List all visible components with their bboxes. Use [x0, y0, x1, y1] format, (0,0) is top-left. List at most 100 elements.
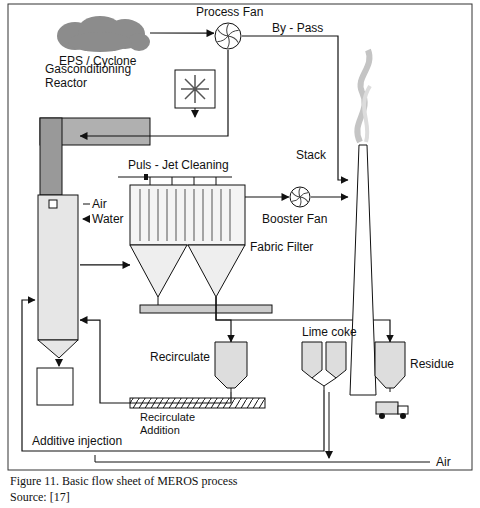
silo-outline: [215, 342, 247, 388]
annotation-label: Recirculate Addition: [140, 411, 212, 437]
filter-bag: [221, 189, 222, 241]
flow-line: [80, 320, 231, 403]
filter-bag: [158, 189, 159, 241]
filter-bag: [185, 189, 186, 241]
annotation-label: Water: [92, 212, 124, 226]
filter-hopper: [130, 245, 187, 297]
filter-bag: [203, 189, 204, 241]
fan-blade: [228, 30, 239, 36]
pulse-jet-header: [118, 177, 232, 185]
filter-bag: [140, 189, 141, 241]
stack-chimney: Stack: [348, 145, 378, 395]
injector-arrow: [195, 108, 196, 117]
shape-outline: [348, 145, 378, 395]
injector-star: [181, 75, 209, 103]
annotation-label: Source: [17]: [10, 490, 70, 504]
fan-casing: [215, 23, 241, 49]
fan-symbol: Booster Fan: [289, 186, 311, 208]
conveyor-bar: [140, 305, 272, 313]
filter-bag: [212, 189, 213, 241]
truck-cab: [398, 406, 408, 414]
shape-outline: [35, 118, 80, 360]
fan-blade: [223, 24, 233, 36]
source-cloud: EPS / Cyclone: [55, 14, 150, 52]
flow-line: [242, 36, 348, 180]
figure-frame: [8, 4, 472, 470]
chimney-outline: [350, 145, 376, 395]
filter-bag: [149, 189, 150, 241]
shape-outline: [302, 342, 346, 390]
silo-outline: [302, 342, 322, 378]
filter-housing: [130, 185, 245, 245]
reactor-cone: [38, 340, 78, 358]
node-label: Residue: [410, 357, 454, 371]
fan-swirl: [292, 188, 309, 207]
fabric-filter: Fabric Filter: [130, 185, 245, 297]
filter-bag: [167, 189, 168, 241]
node-label: Process Fan: [196, 5, 263, 19]
silo-pair: Lime coke: [302, 342, 346, 390]
node-label: Gasconditioning Reactor: [45, 62, 150, 90]
line-label: By - Pass: [272, 21, 323, 35]
flow-line: [311, 196, 348, 197]
annotation-label: Air: [436, 455, 451, 469]
flow-line: [150, 32, 214, 33]
shape-outline: [375, 342, 405, 392]
annotation-label: Air: [92, 197, 107, 211]
silo-outlet: [390, 388, 391, 392]
smoke: [364, 86, 370, 142]
truck-body: [376, 402, 398, 414]
fan-blade: [292, 197, 300, 201]
fan-blade: [296, 197, 304, 206]
smoke: [357, 50, 369, 142]
lime-coke-drop: [329, 392, 330, 458]
silo: Recirculate: [215, 342, 247, 392]
air-line: [95, 455, 430, 462]
fan-blade: [296, 188, 304, 197]
air-water-arrows: [83, 204, 90, 219]
pulse-jet-valve: [144, 174, 148, 180]
filter-bag: [176, 189, 177, 241]
fan-casing: [290, 187, 310, 207]
node-label: Fabric Filter: [250, 240, 313, 254]
reactor-lower: [38, 195, 78, 340]
silo: Residue: [375, 342, 405, 392]
shape-outline: [215, 342, 247, 392]
silo-outline: [326, 342, 346, 378]
y-junction: [312, 378, 336, 390]
fan-blade: [217, 36, 228, 42]
silo-outlet: [231, 388, 232, 392]
filter-bag: [194, 189, 195, 241]
node-label: Lime coke: [302, 325, 357, 339]
truck-wheel: [400, 413, 406, 419]
shape-outline: [214, 22, 242, 50]
reactor-column: Gasconditioning Reactor: [35, 118, 80, 360]
cloud-lobe: [68, 32, 132, 52]
flow-line: [245, 196, 289, 197]
annotation-label: Puls - Jet Cleaning: [128, 158, 229, 172]
node-label: Recirculate: [150, 350, 210, 364]
node-label: Stack: [296, 148, 326, 162]
reactor-upper: [40, 118, 62, 195]
truck-wheel: [379, 413, 385, 419]
reactor-drop: [59, 359, 60, 366]
shape-outline: [55, 14, 150, 52]
spray-nozzle: [49, 200, 57, 208]
figure-caption: Figure 11. Basic flow sheet of MEROS pro…: [10, 474, 238, 488]
annotation-label: Additive injection: [32, 434, 122, 448]
filter-bag: [230, 189, 231, 241]
shape-outline: [130, 185, 245, 297]
reactor-residue-box: [37, 368, 73, 405]
silo-outline: [375, 342, 405, 388]
shape-outline: [289, 186, 311, 208]
hopper-drop: [158, 297, 159, 305]
fan-blade: [223, 36, 233, 48]
flow-line: [80, 264, 130, 265]
filter-hopper: [188, 245, 245, 297]
node-label: Booster Fan: [262, 212, 327, 226]
fan-blade: [300, 193, 308, 197]
injector-box: [175, 70, 215, 108]
fan-swirl: [217, 24, 238, 48]
fan-symbol: Process Fan: [214, 22, 242, 50]
